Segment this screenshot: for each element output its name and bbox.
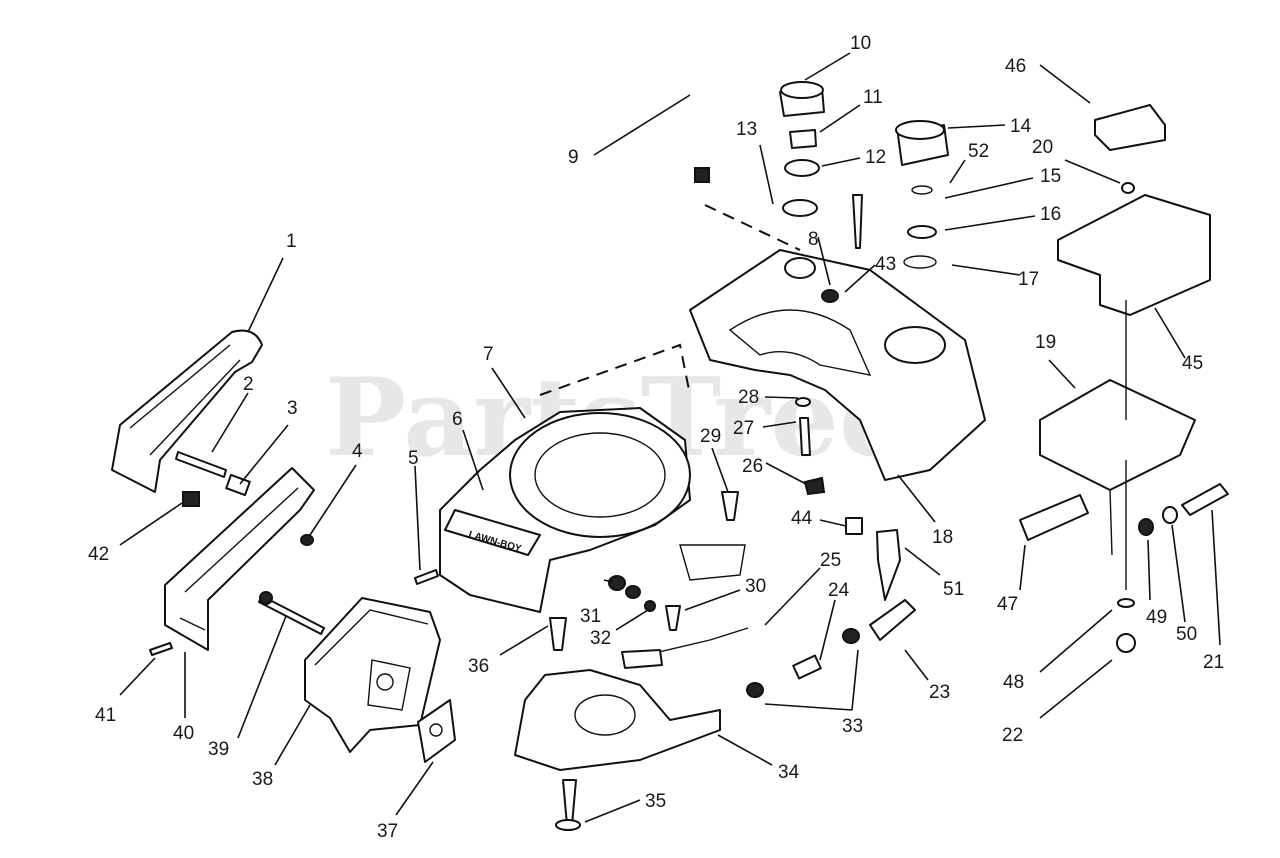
callout-2: 2 <box>243 374 254 395</box>
callout-30: 30 <box>745 576 766 597</box>
callout-36: 36 <box>468 656 489 677</box>
callout-28: 28 <box>738 387 759 408</box>
callout-13: 13 <box>736 119 757 140</box>
callout-17: 17 <box>1018 269 1039 290</box>
callout-52: 52 <box>968 141 989 162</box>
callout-29: 29 <box>700 426 721 447</box>
callout-25: 25 <box>820 550 841 571</box>
callout-24: 24 <box>828 580 850 601</box>
muffler-part <box>304 597 441 753</box>
callout-45: 45 <box>1182 353 1203 374</box>
callout-39: 39 <box>208 739 229 760</box>
callout-7: 7 <box>483 344 494 365</box>
callout-16: 16 <box>1040 204 1061 225</box>
callout-46: 46 <box>1005 56 1026 77</box>
callout-3: 3 <box>287 398 298 419</box>
callout-32: 32 <box>590 628 611 649</box>
callout-5: 5 <box>408 448 419 469</box>
callout-44: 44 <box>791 508 813 529</box>
callout-35: 35 <box>645 791 666 812</box>
callout-labels: 1 2 3 4 5 6 7 8 9 10 11 12 13 14 15 16 1… <box>88 33 1224 842</box>
callout-11: 11 <box>863 87 883 108</box>
callout-49: 49 <box>1146 607 1167 628</box>
callout-37: 37 <box>377 821 398 842</box>
support-bracket-part <box>1057 194 1211 316</box>
callout-31: 31 <box>580 606 601 627</box>
callout-20: 20 <box>1032 137 1053 158</box>
callout-12: 12 <box>865 147 886 168</box>
base-plate-part <box>514 669 721 771</box>
callout-1: 1 <box>286 231 297 252</box>
callout-19: 19 <box>1035 332 1056 353</box>
callout-9: 9 <box>568 147 579 168</box>
callout-50: 50 <box>1176 624 1197 645</box>
callout-42: 42 <box>88 544 109 565</box>
callout-8: 8 <box>808 229 819 250</box>
callout-22: 22 <box>1002 725 1023 746</box>
callout-10: 10 <box>850 33 871 54</box>
callout-38: 38 <box>252 769 273 790</box>
callout-26: 26 <box>742 456 763 477</box>
callout-18: 18 <box>932 527 953 548</box>
callout-27: 27 <box>733 418 754 439</box>
bracket-part <box>164 467 315 651</box>
callout-21: 21 <box>1203 652 1224 673</box>
callout-51: 51 <box>943 579 964 600</box>
callout-48: 48 <box>1003 672 1024 693</box>
callout-15: 15 <box>1040 166 1061 187</box>
callout-4: 4 <box>352 441 363 462</box>
callout-41: 41 <box>95 705 116 726</box>
part-drawings: LAWN-BOY <box>111 81 1229 831</box>
callout-6: 6 <box>452 409 463 430</box>
mounting-plate-part <box>1039 379 1196 491</box>
callout-33: 33 <box>842 716 863 737</box>
air-cleaner-cover-part <box>111 329 263 493</box>
callout-43: 43 <box>875 254 896 275</box>
callout-47: 47 <box>997 594 1018 615</box>
callout-40: 40 <box>173 723 194 744</box>
callout-34: 34 <box>778 762 800 783</box>
leader-lines <box>119 52 1221 823</box>
callout-14: 14 <box>1010 116 1032 137</box>
callout-23: 23 <box>929 682 950 703</box>
